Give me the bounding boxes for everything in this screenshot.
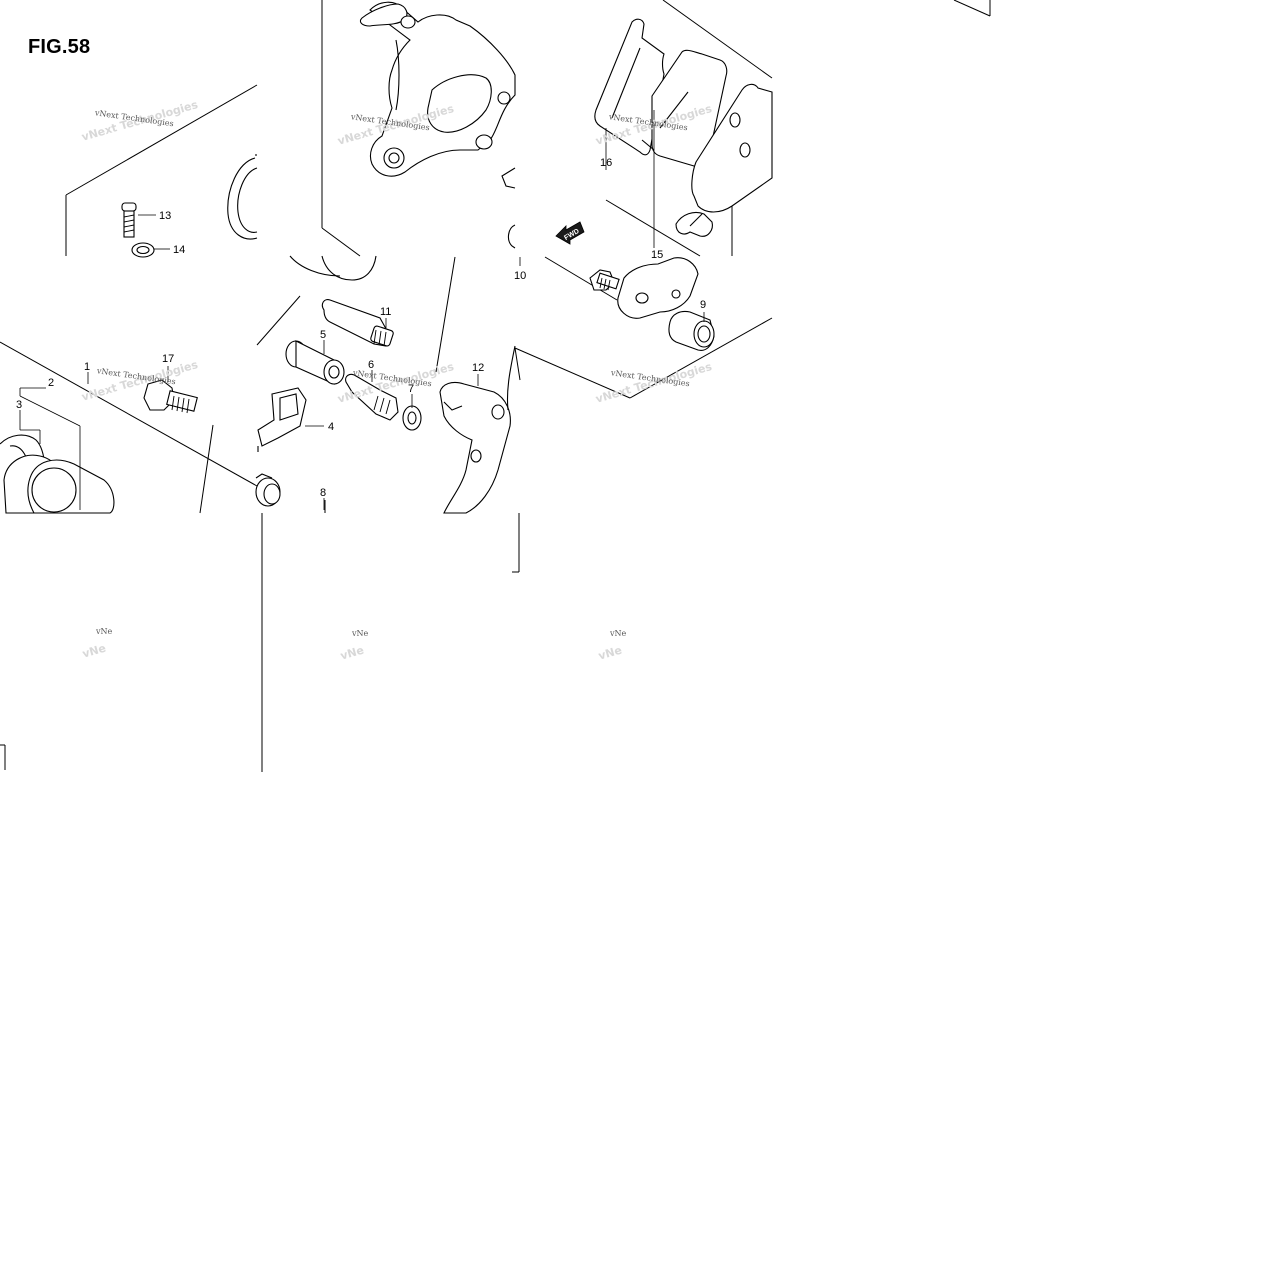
washer <box>402 405 422 431</box>
callout-8: 8 <box>320 487 326 499</box>
caliper-bracket-right <box>617 257 699 319</box>
callout-17: 17 <box>162 353 174 365</box>
callout-5: 5 <box>320 329 326 341</box>
bleeder-screw <box>121 202 137 238</box>
brake-pad-inner <box>641 49 728 168</box>
watermark-ghost-truncated: vNe <box>339 644 366 663</box>
slide-pin <box>321 299 394 347</box>
callout-14: 14 <box>173 244 185 256</box>
watermark-ghost-truncated: vNe <box>81 642 108 661</box>
caliper-body <box>359 1 516 177</box>
watermark-ghost-truncated: vNe <box>597 644 624 663</box>
watermark-truncated: vNe <box>95 627 113 636</box>
pad-shim <box>675 83 773 237</box>
guide-bolt <box>345 373 399 421</box>
callout-13: 13 <box>159 210 171 222</box>
pad-spring-clip <box>257 387 307 452</box>
caliper-bore <box>289 255 377 281</box>
tile-frame-lines <box>0 0 991 772</box>
bleeder-cap <box>131 242 155 258</box>
callout-11: 11 <box>380 306 391 318</box>
callout-12: 12 <box>472 362 484 374</box>
leader-lines <box>19 110 705 510</box>
callout-15: 15 <box>651 249 663 261</box>
pad-pin-bolt <box>589 269 620 291</box>
callout-16: 16 <box>600 157 612 169</box>
pad-spring-fragment <box>501 167 516 249</box>
figure-title: FIG.58 <box>28 36 91 58</box>
callout-labels: 1 2 3 4 5 6 7 8 9 10 11 12 13 14 15 16 1… <box>16 157 706 499</box>
callout-1: 1 <box>84 361 90 373</box>
bracket-edge-fragment <box>506 345 516 411</box>
callout-9: 9 <box>700 299 706 311</box>
pistons <box>0 434 115 514</box>
caliper-mount-bolt <box>143 379 198 414</box>
callout-4: 4 <box>328 421 334 433</box>
watermark-truncated: vNe <box>351 629 369 638</box>
callout-2: 2 <box>48 377 54 389</box>
callout-7: 7 <box>408 383 414 395</box>
forward-direction-arrow: FWD <box>555 221 585 245</box>
sleeve-bushing <box>285 340 345 385</box>
callout-6: 6 <box>368 359 374 371</box>
callout-3: 3 <box>16 399 22 411</box>
piston-seal-ring <box>227 154 258 240</box>
sleeve-bushing-right <box>668 310 715 351</box>
callout-10: 10 <box>514 270 526 282</box>
caliper-bracket <box>439 381 511 514</box>
watermarks: vNext Technologies vNext Technologies vN… <box>80 98 714 663</box>
watermark-truncated: vNe <box>609 629 627 638</box>
brake-pad-outer <box>594 18 665 156</box>
bolt-cap <box>255 473 281 507</box>
